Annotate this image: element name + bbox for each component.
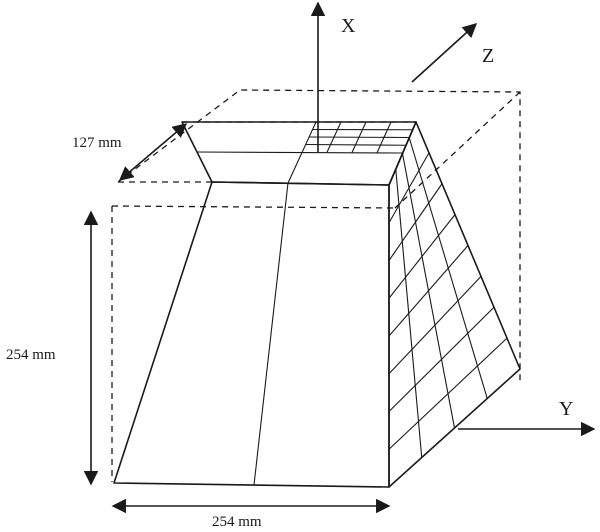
y-axis-label: Y: [559, 398, 573, 420]
front-face-divider: [253, 182, 289, 486]
dashed-top-right-edge: [394, 91, 521, 209]
side-mesh-column-line: [401, 153, 456, 429]
frustum-body: [113, 121, 521, 488]
dimension-annotations: 127 mm 254 mm 254 mm: [6, 123, 391, 530]
top-face-fine-mesh: [305, 121, 413, 153]
dashed-mid-left-edge: [111, 205, 396, 209]
side-face-fine-mesh: [388, 137, 508, 458]
depth-dimension-arrow: [118, 123, 188, 181]
top-face: [181, 121, 417, 186]
z-axis-arrow: [411, 23, 478, 83]
coordinate-axes: X Z Y: [310, 1, 596, 437]
front-face: [113, 181, 390, 488]
x-axis-label: X: [341, 15, 356, 37]
height-dimension-label: 254 mm: [6, 347, 56, 363]
side-mesh-column-line: [408, 137, 488, 399]
top-face-divider-width: [196, 151, 403, 154]
top-mesh-line: [308, 136, 410, 139]
top-mesh-line: [376, 121, 392, 153]
right-side-face: [388, 121, 521, 488]
top-mesh-line: [305, 143, 406, 146]
side-mesh-column-line: [395, 169, 423, 458]
z-axis-label: Z: [482, 45, 494, 67]
depth-dimension-label: 127 mm: [72, 135, 122, 151]
base-width-dimension-label: 254 mm: [212, 514, 262, 530]
